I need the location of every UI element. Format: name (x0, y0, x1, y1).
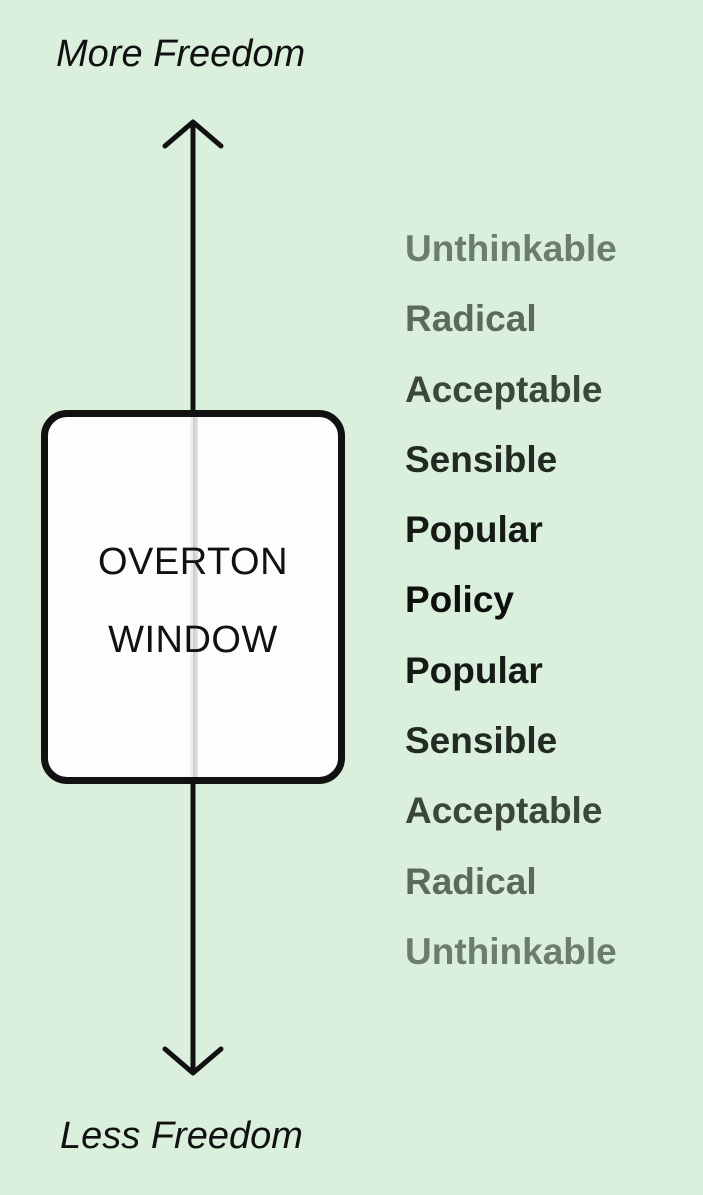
level-radical: Radical (405, 860, 537, 902)
window-title-line2: WINDOW (108, 619, 278, 661)
level-unthinkable: Unthinkable (405, 228, 617, 269)
axis-through-window (193, 417, 198, 777)
less-freedom-label: Less Freedom (60, 1115, 303, 1157)
overton-window-box: OVERTON WINDOW (41, 410, 345, 784)
level-radical: Radical (405, 298, 537, 340)
level-popular: Popular (405, 509, 543, 551)
up-arrow-icon (162, 119, 224, 149)
level-popular: Popular (405, 649, 543, 691)
level-policy: Policy (405, 579, 514, 621)
level-acceptable: Acceptable (405, 790, 603, 832)
down-arrow-icon (162, 1046, 224, 1076)
level-acceptable: Acceptable (405, 368, 603, 410)
level-sensible: Sensible (405, 438, 558, 480)
level-unthinkable: Unthinkable (405, 930, 617, 972)
acceptance-scale: Unthinkable Radical Acceptable Sensible … (405, 225, 617, 998)
level-sensible: Sensible (405, 720, 558, 762)
more-freedom-label: More Freedom (56, 33, 306, 75)
window-title-line1: OVERTON (97, 541, 289, 583)
